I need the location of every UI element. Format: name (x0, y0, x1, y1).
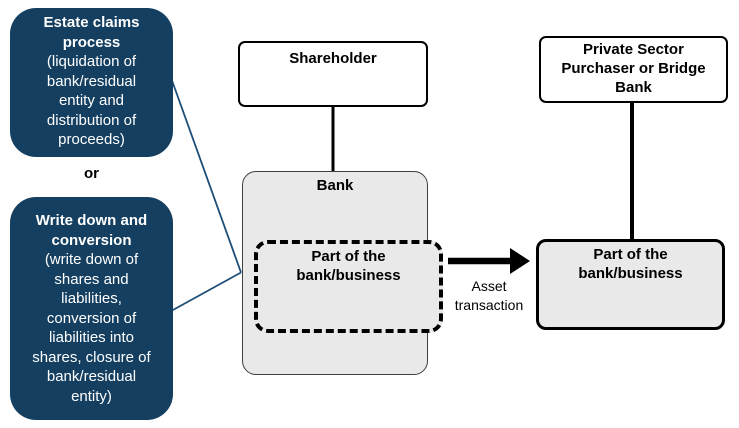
estate-claims-title: Estate claims process (43, 14, 140, 51)
private-sector-purchaser-label: Private Sector Purchaser or Bridge Bank (561, 41, 706, 96)
part-of-bank-dashed-label: Part of the bank/business (296, 248, 401, 284)
part-of-bank-solid-box: Part of the bank/business (536, 239, 725, 330)
writedown-conversion-title: Write down and conversion (35, 212, 148, 249)
writedown-conversion-detail: (write down of shares and liabilities, c… (32, 251, 151, 405)
asset-transaction-label: Asset transaction (454, 278, 524, 313)
asset-transaction-arrow (448, 248, 530, 274)
part-of-bank-solid-label: Part of the bank/business (578, 246, 683, 282)
private-sector-purchaser-box: Private Sector Purchaser or Bridge Bank (539, 36, 728, 103)
shareholder-label: Shareholder (289, 50, 377, 67)
bank-label: Bank (316, 177, 354, 194)
or-label: or (84, 165, 99, 182)
estate-claims-detail: (liquidation of bank/residual entity and… (46, 53, 137, 148)
estate-claims-box: Estate claims process (liquidation of ba… (10, 8, 173, 157)
part-of-bank-dashed-box: Part of the bank/business (254, 240, 443, 333)
shareholder-box: Shareholder (238, 41, 428, 107)
estate-connector-line (171, 80, 242, 273)
writedown-connector-line (171, 271, 242, 312)
writedown-conversion-box: Write down and conversion (write down of… (10, 197, 173, 420)
